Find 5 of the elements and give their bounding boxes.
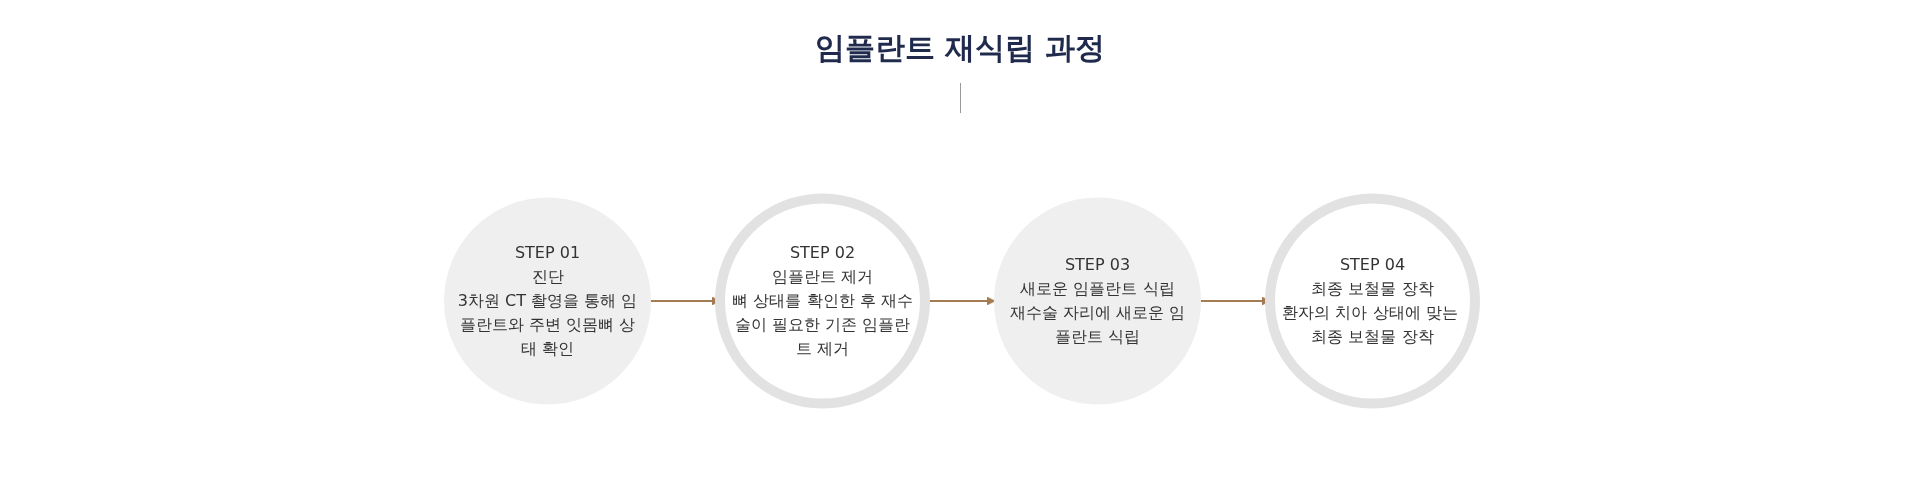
title: 임플란트 재식립 과정 xyxy=(813,29,1107,67)
node-circle: STEP 04 최종 보철물 장착 환자의 치아 상태에 맞는 최종 보철물 장착 xyxy=(1265,193,1480,409)
node-circle: STEP 02 임플란트 제거 뼈 상태를 확인한 후 재수술이 필요한 기존 임플란트 제거 xyxy=(715,193,930,409)
node-circle: STEP 01 진단 3차원 CT 촬영을 통해 임플란트와 주변 잇몸뼈 상태 확인 xyxy=(444,197,651,405)
node-circle: STEP 03 새로운 임플란트 식립 재수술 자리에 새로운 임플란트 식립 xyxy=(994,197,1201,405)
